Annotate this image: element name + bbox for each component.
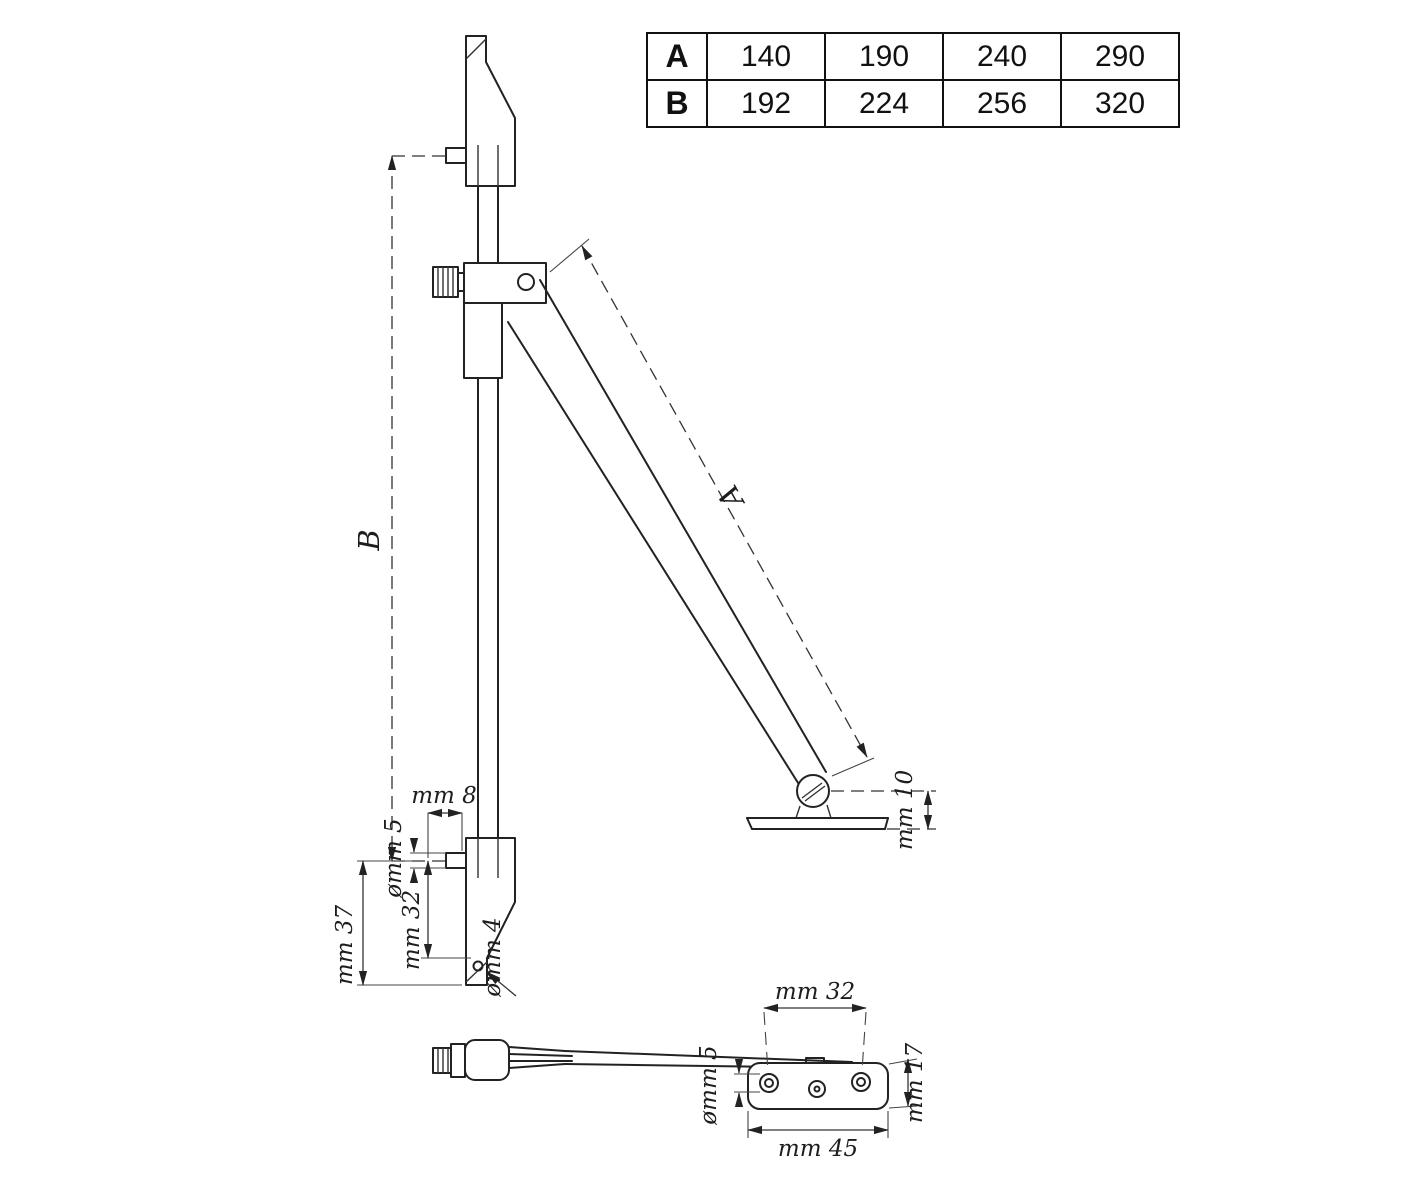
top-bracket xyxy=(445,35,516,187)
dim-label-mm37: mm 37 xyxy=(332,905,358,986)
dim-label-mm10: mm 10 xyxy=(892,770,918,850)
knurled-knob xyxy=(432,266,459,298)
plate-hole-left xyxy=(759,1073,779,1093)
mounting-plate xyxy=(747,1057,889,1110)
plan-dim-label-mm17: mm 17 xyxy=(902,1043,928,1124)
plan-dim-label-mm32: mm 32 xyxy=(775,979,855,1005)
dim-label-dia4: ømm 4 xyxy=(480,917,506,997)
dim-label-mm8: mm 8 xyxy=(411,783,477,809)
plan-dim-label-dia5: ømm 5 xyxy=(696,1045,722,1125)
dim-label-dia5: ømm 5 xyxy=(381,818,407,898)
dim-mm10-group: mm 10 xyxy=(831,770,936,850)
dim-mm8-group: mm 8 xyxy=(411,783,477,858)
dim-mm37-group: mm 37 xyxy=(332,860,462,986)
dim-b-group: B xyxy=(352,155,450,862)
dim-label-mm32: mm 32 xyxy=(399,890,425,970)
plate-hole-center xyxy=(808,1080,826,1098)
vertical-rod xyxy=(477,185,499,839)
diagonal-arm xyxy=(507,279,827,787)
cell-b-2: 224 xyxy=(824,79,944,128)
top-stud xyxy=(445,147,467,164)
cell-a-3: 240 xyxy=(942,32,1062,81)
dim-mm32-group: mm 32 xyxy=(357,860,471,970)
lower-bracket xyxy=(445,837,516,986)
table-row-a: A 140 190 240 290 xyxy=(646,32,1180,81)
cell-b-3: 256 xyxy=(942,79,1062,128)
plan-dim-mm17-group: mm 17 xyxy=(888,1043,928,1124)
front-view: B A mm 10 mm 8 xyxy=(332,35,936,998)
plan-knob xyxy=(432,1039,510,1081)
screw-slot xyxy=(801,782,823,799)
cell-a-2: 190 xyxy=(824,32,944,81)
cell-b-1: 192 xyxy=(706,79,826,128)
dim-label-a: A xyxy=(710,479,751,516)
row-label-a: A xyxy=(646,32,708,81)
dim-dia4-group: ømm 4 xyxy=(480,917,517,998)
pivot-block xyxy=(432,262,547,379)
plate-hole-right xyxy=(851,1072,871,1092)
bottom-view: mm 32 mm 17 ømm 5 xyxy=(432,979,928,1162)
plan-arm xyxy=(508,1046,853,1069)
plan-dim-label-mm45: mm 45 xyxy=(778,1136,858,1162)
plan-dim-dia5-group: ømm 5 xyxy=(696,1045,760,1126)
cell-a-4: 290 xyxy=(1060,32,1180,81)
table-row-b: B 192 224 256 320 xyxy=(646,79,1180,128)
plan-dim-mm45-group: mm 45 xyxy=(747,1111,889,1162)
dim-dia5-group: ømm 5 xyxy=(381,818,446,899)
cell-a-1: 140 xyxy=(706,32,826,81)
pivot-hole xyxy=(517,273,535,291)
base-plate-edge xyxy=(746,817,889,830)
dim-a-group: A xyxy=(549,238,875,777)
lower-stud xyxy=(445,852,467,869)
row-label-b: B xyxy=(646,79,708,128)
dim-label-b: B xyxy=(352,529,386,551)
bottom-hole xyxy=(472,960,484,972)
foot-pivot xyxy=(746,774,889,830)
dimension-table: A 140 190 240 290 B 192 224 256 320 xyxy=(646,32,1180,128)
cell-b-4: 320 xyxy=(1060,79,1180,128)
plan-dim-mm32-group: mm 32 xyxy=(763,979,867,1073)
